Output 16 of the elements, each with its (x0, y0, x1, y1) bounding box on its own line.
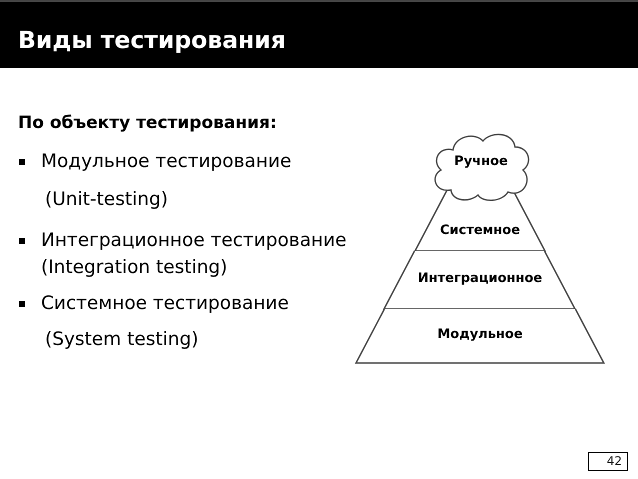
translation-text: (Unit-testing) (45, 188, 168, 212)
translation-text: (Integration testing) (41, 256, 228, 280)
pyramid-level (356, 309, 604, 363)
section-heading: По объекту тестирования: (18, 112, 277, 135)
list-item-text: Интеграционное тестирование (41, 229, 347, 253)
slide-title: Виды тестирования (18, 25, 286, 55)
pyramid-level (415, 188, 545, 251)
level-label: Ручное (454, 154, 508, 170)
level-label: Интеграционное (418, 271, 542, 287)
level-label: Системное (440, 223, 520, 239)
list-item-text: Модульное тестирование (41, 150, 292, 174)
pyramid-level (384, 251, 576, 309)
page-number: 42 (588, 452, 628, 471)
list-item-text: Системное тестирование (41, 292, 289, 316)
translation-text: (System testing) (45, 328, 198, 352)
level-label: Модульное (437, 327, 523, 343)
